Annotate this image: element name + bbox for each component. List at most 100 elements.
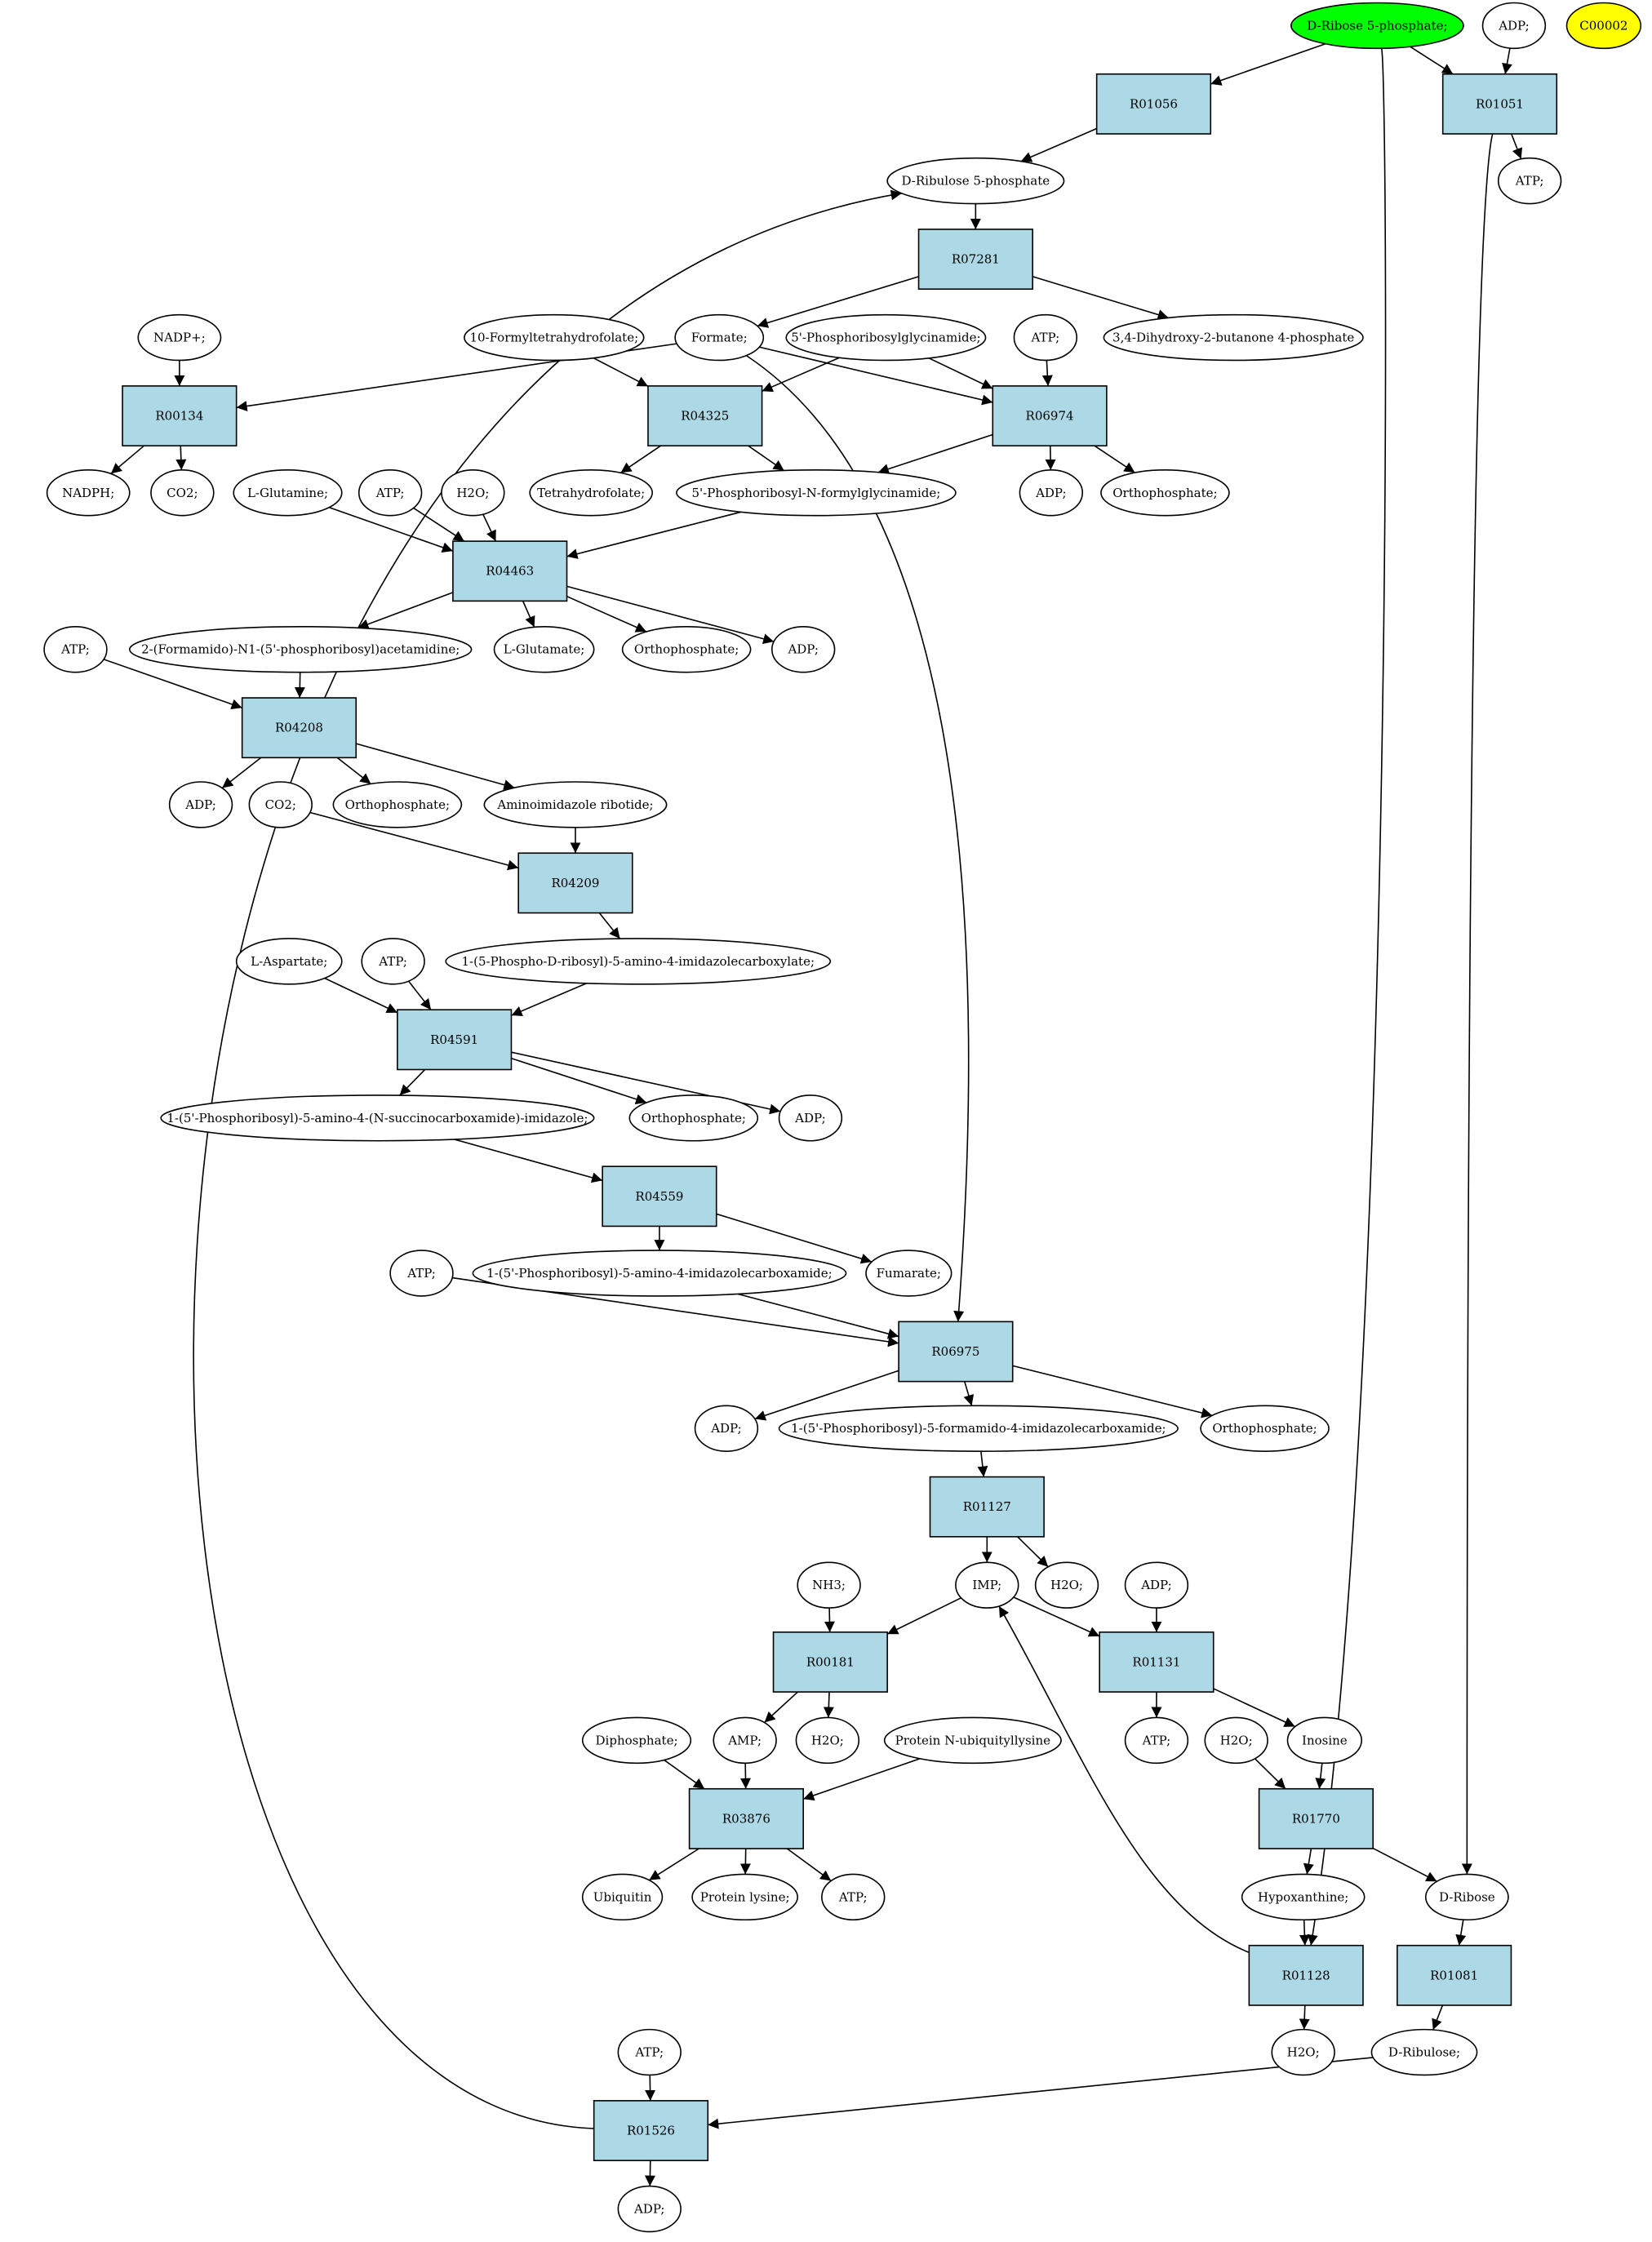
reaction-node-r01127[interactable]: R01127 — [929, 1476, 1045, 1538]
compound-node-adp_r04591[interactable]: ADP; — [778, 1094, 843, 1142]
reaction-node-r01131[interactable]: R01131 — [1099, 1631, 1215, 1693]
compound-node-glu[interactable]: L-Glutamate; — [493, 625, 595, 673]
compound-node-fgam[interactable]: 2-(Formamido)-N1-(5'-phosphoribosyl)acet… — [128, 625, 473, 673]
node-label: R04325 — [681, 409, 729, 424]
compound-node-aicar[interactable]: 1-(5'-Phosphoribosyl)-5-amino-4-imidazol… — [472, 1250, 847, 1297]
compound-node-h2o_r01128[interactable]: H2O; — [1271, 2028, 1335, 2076]
compound-node-atp_r06975[interactable]: ATP; — [389, 1250, 454, 1297]
compound-node-fgar[interactable]: 5'-Phosphoribosyl-N-formylglycinamide; — [676, 469, 957, 517]
compound-node-nadph[interactable]: NADPH; — [46, 469, 131, 517]
compound-node-pi_r06975[interactable]: Orthophosphate; — [1200, 1405, 1330, 1452]
compound-node-atp_r03876[interactable]: ATP; — [821, 1873, 886, 1921]
compound-node-nh3[interactable]: NH3; — [797, 1561, 861, 1609]
compound-node-amp[interactable]: AMP; — [713, 1716, 777, 1765]
compound-node-fumarate[interactable]: Fumarate; — [865, 1250, 953, 1297]
reaction-node-r03876[interactable]: R03876 — [688, 1787, 804, 1849]
compound-node-imp[interactable]: IMP; — [955, 1561, 1019, 1609]
compound-node-dhbp[interactable]: 3,4-Dihydroxy-2-butanone 4-phosphate — [1103, 313, 1364, 362]
compound-node-dribulose[interactable]: D-Ribulose; — [1370, 2028, 1478, 2076]
compound-ellipse — [617, 2028, 682, 2076]
compound-node-pi_r04463[interactable]: Orthophosphate; — [621, 625, 752, 673]
reaction-node-r01051[interactable]: R01051 — [1441, 73, 1558, 135]
reaction-node-r04463[interactable]: R04463 — [452, 540, 568, 602]
compound-node-dribose[interactable]: D-Ribose — [1424, 1873, 1509, 1921]
reaction-node-r01770[interactable]: R01770 — [1258, 1787, 1374, 1849]
reaction-node-r07281[interactable]: R07281 — [917, 229, 1033, 291]
compound-node-gln[interactable]: L-Glutamine; — [233, 469, 343, 517]
edge-r04463-to-adp_r04463 — [566, 585, 775, 645]
compound-node-ribulose5p[interactable]: D-Ribulose 5-phosphate — [886, 157, 1065, 205]
reaction-node-r01056[interactable]: R01056 — [1095, 73, 1212, 135]
compound-node-adp_top[interactable]: ADP; — [1481, 2, 1547, 50]
reaction-node-r04559[interactable]: R04559 — [602, 1165, 717, 1228]
edge-r01056-to-ribulose5p — [1020, 127, 1097, 162]
compound-node-atp_r01526[interactable]: ATP; — [617, 2028, 682, 2076]
compound-node-thf[interactable]: Tetrahydrofolate; — [529, 469, 654, 517]
compound-node-inosine[interactable]: Inosine — [1286, 1716, 1363, 1765]
reaction-node-r01526[interactable]: R01526 — [593, 2100, 709, 2161]
reaction-node-r04591[interactable]: R04591 — [397, 1009, 513, 1071]
compound-node-diphosphate[interactable]: Diphosphate; — [581, 1716, 692, 1765]
compound-ellipse — [248, 781, 313, 828]
reaction-node-r06975[interactable]: R06975 — [898, 1321, 1014, 1383]
compound-node-h2o_r01770[interactable]: H2O; — [1204, 1716, 1268, 1765]
compound-node-adp_r04463[interactable]: ADP; — [770, 625, 836, 673]
reaction-node-r00134[interactable]: R00134 — [122, 385, 238, 446]
compound-node-hypoxanthine[interactable]: Hypoxanthine; — [1241, 1873, 1366, 1921]
reaction-node-r00181[interactable]: R00181 — [772, 1631, 888, 1693]
compound-node-pi_r04591[interactable]: Orthophosphate; — [628, 1094, 759, 1142]
node-label: 1-(5'-Phosphoribosyl)-5-amino-4-imidazol… — [486, 1266, 833, 1281]
compound-node-protlys[interactable]: Protein lysine; — [691, 1873, 799, 1921]
compound-node-formylthf[interactable]: 10-Formyltetrahydrofolate; — [464, 313, 645, 362]
edge-prgly-to-r06974 — [928, 357, 993, 389]
compound-node-adp_r06975[interactable]: ADP; — [694, 1405, 759, 1452]
compound-node-pi_r06974[interactable]: Orthophosphate; — [1100, 469, 1230, 517]
compound-node-faicar[interactable]: 1-(5'-Phosphoribosyl)-5-formamido-4-imid… — [778, 1405, 1179, 1452]
reaction-node-r01081[interactable]: R01081 — [1397, 1944, 1512, 2006]
compound-node-atp_r04208[interactable]: ATP; — [43, 625, 108, 673]
edge-r01128-to-h2o_r01128 — [1299, 2004, 1310, 2030]
compound-node-atp_r01131[interactable]: ATP; — [1124, 1716, 1189, 1765]
node-label: R01526 — [627, 2124, 675, 2138]
compound-node-h2o_r01127[interactable]: H2O; — [1034, 1561, 1099, 1609]
compound-node-ubilys[interactable]: Protein N-ubiquityllysine — [883, 1716, 1062, 1765]
node-label: Orthophosphate; — [1112, 486, 1217, 500]
compound-node-asp[interactable]: L-Aspartate; — [235, 938, 343, 985]
compound-node-atp_r01051[interactable]: ATP; — [1497, 157, 1562, 205]
node-label: Protein lysine; — [700, 1889, 790, 1904]
reaction-node-r01128[interactable]: R01128 — [1248, 1944, 1364, 2006]
compound-node-prgly[interactable]: 5'-Phosphoribosylglycinamide; — [785, 313, 987, 362]
compound-node-co2_a[interactable]: CO2; — [150, 469, 215, 517]
compound-node-nadp[interactable]: NADP+; — [137, 313, 222, 362]
edge-r04208-to-air — [356, 743, 515, 790]
compound-node-h2o_r00181[interactable]: H2O; — [795, 1716, 860, 1765]
compound-node-h2o_r04463[interactable]: H2O; — [441, 469, 505, 517]
compound-node-ribose5p[interactable]: D-Ribose 5-phosphate; — [1290, 2, 1464, 50]
edge-ribose5p-to-r01051 — [1410, 46, 1454, 75]
compound-ellipse — [464, 313, 645, 362]
compound-node-adp_r06974[interactable]: ADP; — [1019, 469, 1084, 517]
reaction-node-r06974[interactable]: R06974 — [992, 385, 1108, 446]
compound-node-c00002[interactable]: C00002 — [1565, 2, 1642, 50]
compound-node-air[interactable]: Aminoimidazole ribotide; — [483, 781, 668, 828]
compound-node-atp_r04591[interactable]: ATP; — [361, 938, 425, 985]
node-label: H2O; — [1050, 1578, 1083, 1592]
compound-node-atp_r06974[interactable]: ATP; — [1013, 313, 1078, 362]
compound-ellipse — [1565, 2, 1642, 50]
compound-node-formate[interactable]: Formate; — [674, 313, 765, 362]
compound-node-saicar[interactable]: 1-(5'-Phosphoribosyl)-5-amino-4-(N-succi… — [160, 1094, 595, 1142]
compound-node-adp_r01526[interactable]: ADP; — [617, 2185, 682, 2233]
edge-atp_r01526-to-r01526 — [645, 2075, 656, 2101]
compound-node-ubiquitin[interactable]: Ubiquitin — [581, 1873, 664, 1921]
compound-ellipse — [332, 781, 463, 828]
reaction-node-r04208[interactable]: R04208 — [241, 697, 357, 759]
reaction-node-r04209[interactable]: R04209 — [517, 852, 633, 914]
compound-node-cair[interactable]: 1-(5-Phospho-D-ribosyl)-5-amino-4-imidaz… — [445, 938, 832, 985]
compound-node-atp_r04463[interactable]: ATP; — [357, 469, 423, 517]
compound-node-co2_b[interactable]: CO2; — [248, 781, 313, 828]
compound-node-adp_r04208[interactable]: ADP; — [168, 781, 233, 828]
compound-node-pi_r04208[interactable]: Orthophosphate; — [332, 781, 463, 828]
compound-node-adp_r01131[interactable]: ADP; — [1124, 1561, 1189, 1609]
reaction-node-r04325[interactable]: R04325 — [647, 385, 763, 446]
